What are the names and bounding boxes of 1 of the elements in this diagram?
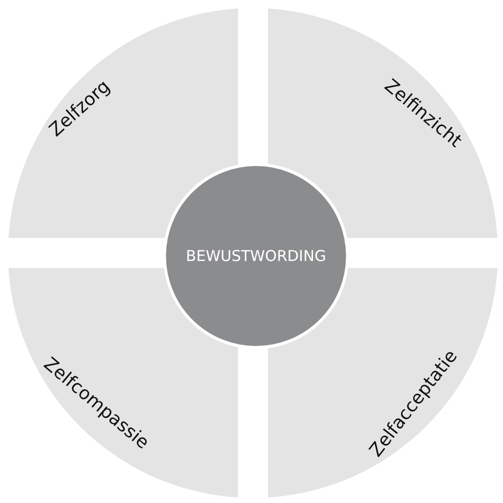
center-label: BEWUSTWORDING — [186, 247, 326, 265]
